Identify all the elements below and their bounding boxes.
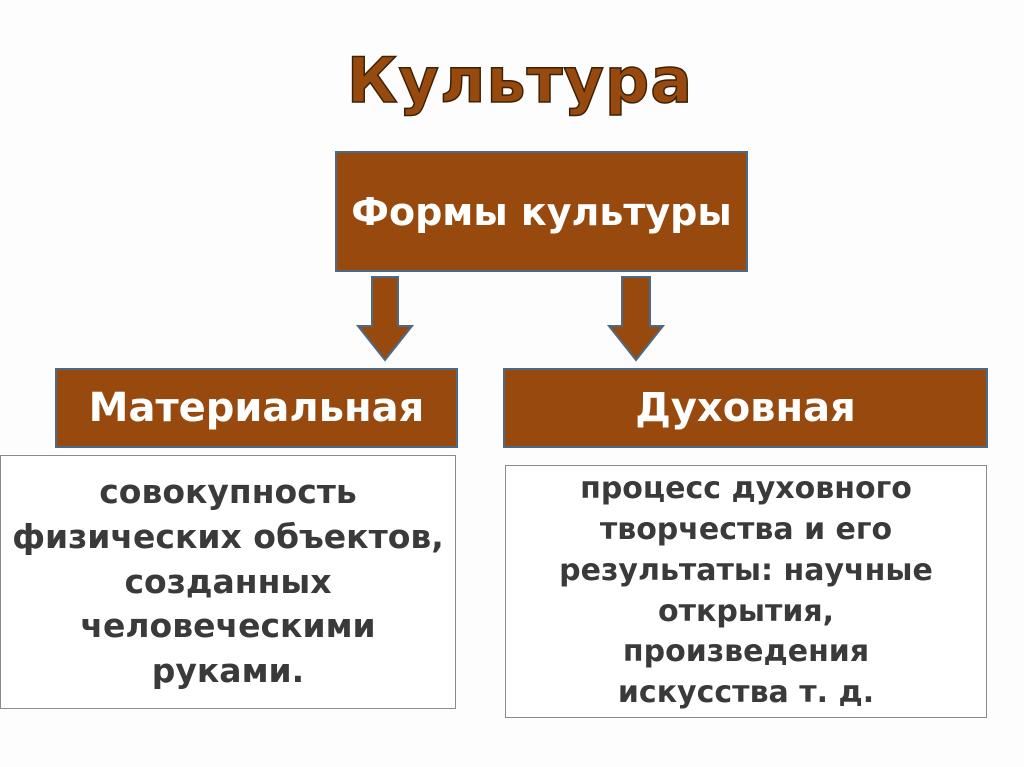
- root-box-forms-of-culture: Формы культуры: [335, 151, 748, 272]
- arrow-down-icon: [606, 276, 666, 362]
- arrow-down-icon: [355, 276, 415, 362]
- slide-title: Культура: [346, 43, 694, 118]
- branch-box-material: Материальная: [55, 368, 458, 448]
- spiritual-description: процесс духовного творчества и его резул…: [505, 465, 987, 718]
- branch-box-spiritual: Духовная: [503, 368, 988, 448]
- material-description: совокупность физических объектов, создан…: [0, 455, 456, 709]
